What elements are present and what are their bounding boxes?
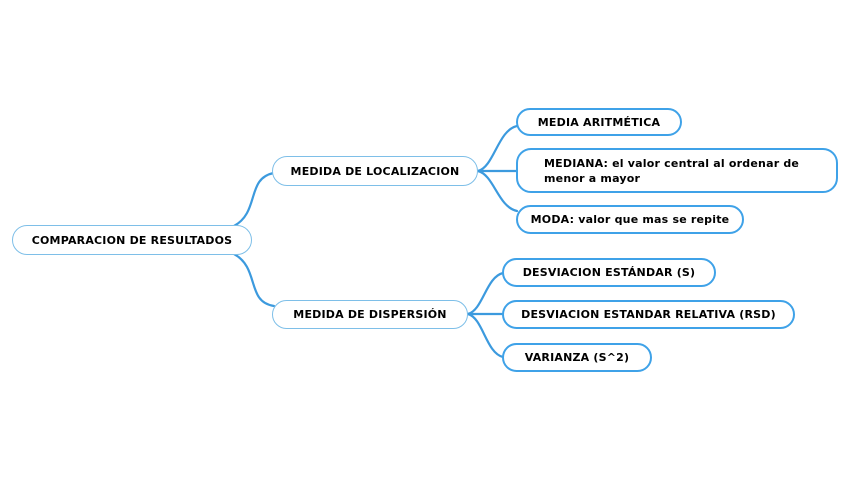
connector-dispersion-to-desviacion-estandar	[466, 271, 505, 316]
connector-root-to-dispersion	[232, 252, 276, 308]
leaf-node-moda[interactable]: MODA: valor que mas se repite	[516, 205, 744, 234]
branch-node-medida-de-localizacion[interactable]: MEDIDA DE LOCALIZACION	[272, 156, 478, 186]
connector-localizacion-to-moda	[476, 169, 519, 213]
leaf-node-varianza[interactable]: VARIANZA (S^2)	[502, 343, 652, 372]
connector-dispersion-to-varianza	[466, 312, 505, 359]
leaf-node-mediana[interactable]: MEDIANA: el valor central al ordenar de …	[516, 148, 838, 193]
leaf-node-desviacion-estandar-relativa[interactable]: DESVIACION ESTANDAR RELATIVA (RSD)	[502, 300, 795, 329]
leaf-node-desviacion-estandar[interactable]: DESVIACION ESTÁNDAR (S)	[502, 258, 716, 287]
connector-root-to-localizacion	[232, 171, 276, 228]
branch-node-medida-de-dispersion[interactable]: MEDIDA DE DISPERSIÓN	[272, 300, 468, 329]
root-node-comparacion-de-resultados[interactable]: COMPARACION DE RESULTADOS	[12, 225, 252, 255]
connector-localizacion-to-media-aritmetica	[476, 124, 519, 173]
leaf-node-media-aritmetica[interactable]: MEDIA ARITMÉTICA	[516, 108, 682, 136]
